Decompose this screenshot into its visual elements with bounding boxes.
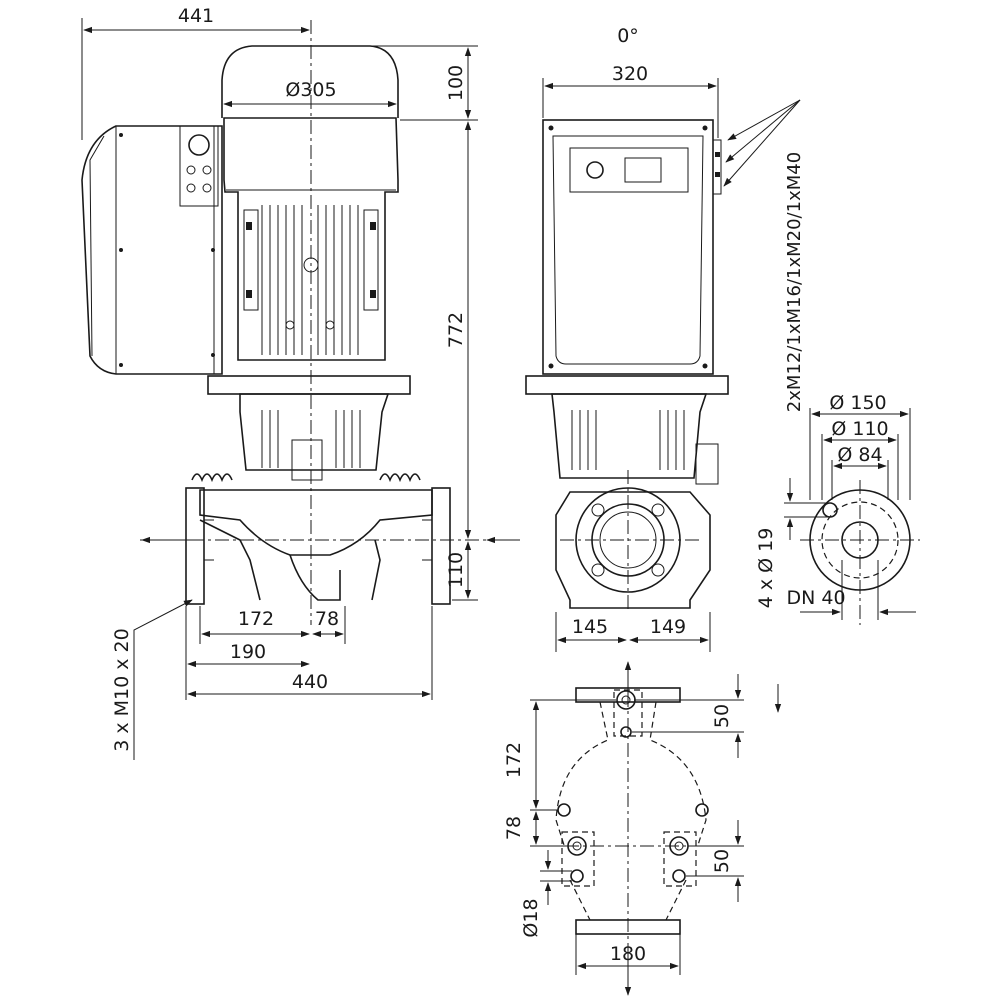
spring-right [379, 473, 421, 483]
flange-bolt-circle [821, 501, 899, 579]
lantern [239, 393, 390, 471]
side-view [81, 20, 520, 625]
dim-d110: Ø 110 [831, 418, 888, 440]
discharge-flange [431, 487, 451, 605]
view-angle: 0° [617, 25, 639, 47]
dim-145: 145 [572, 616, 608, 638]
dim-50-top: 50 [711, 704, 733, 728]
base-view-dimensions: 50 172 78 50 Ø18 180 [503, 674, 744, 975]
dim-d305: Ø305 [285, 79, 336, 101]
display-panel [569, 147, 689, 193]
side-view-dimensions: 441 Ø305 100 772 110 172 78 190 440 3 x … [81, 5, 478, 760]
dim-50-bottom: 50 [711, 849, 733, 873]
cable-glands-label: 2xM12/1xM16/1xM20/1xM40 [784, 152, 805, 412]
foot-screws-label: 3 x M10 x 20 [111, 628, 133, 751]
motor-cooling-fins [261, 205, 359, 355]
front-lantern [551, 393, 708, 479]
suction-flange [185, 487, 205, 605]
electronics-module [81, 125, 223, 375]
motor-body [223, 117, 399, 361]
dim-180: 180 [610, 943, 646, 965]
dim-172-base: 172 [503, 742, 525, 778]
dim-149: 149 [650, 616, 686, 638]
spring-left [191, 473, 233, 483]
dim-100: 100 [445, 65, 467, 101]
dim-d84: Ø 84 [837, 444, 882, 466]
dim-190: 190 [230, 641, 266, 663]
dim-441: 441 [178, 5, 214, 27]
pump-housing [199, 489, 433, 556]
dim-d150: Ø 150 [829, 392, 886, 414]
dim-772: 772 [445, 312, 467, 348]
flange-bolt-hole [822, 502, 838, 518]
front-pump-body [555, 491, 711, 609]
bolt-holes-label: 4 x Ø 19 [755, 528, 777, 609]
dim-d18: Ø18 [520, 898, 542, 937]
dim-78: 78 [315, 608, 339, 630]
flange-view: Ø 150 Ø 110 Ø 84 4 x Ø 19 DN 40 [755, 392, 920, 625]
front-view: 0° [525, 25, 729, 612]
dim-172: 172 [238, 608, 274, 630]
front-adapter-plate [525, 375, 729, 395]
dim-78-base: 78 [503, 816, 525, 840]
motor-adapter-plate [207, 375, 411, 395]
dim-440: 440 [292, 671, 328, 693]
front-view-dimensions: 320 145 149 2xM12/1xM16/1xM20/1xM40 [542, 63, 805, 652]
dn-label: DN 40 [786, 587, 845, 609]
dim-110: 110 [445, 552, 467, 588]
dim-320: 320 [612, 63, 648, 85]
control-knob [586, 161, 604, 179]
electronics-housing [542, 119, 714, 375]
